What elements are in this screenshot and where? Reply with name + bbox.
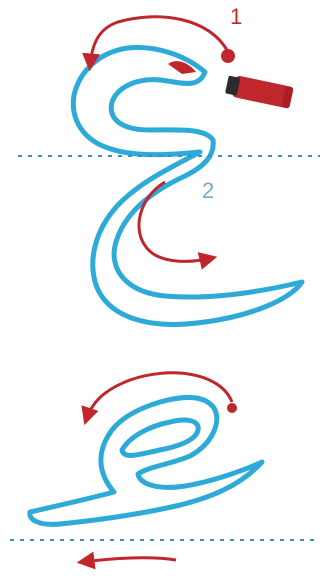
step-2-label: 2	[202, 178, 214, 203]
bottom-arc-arrow	[86, 373, 232, 420]
step-1-label: 1	[230, 4, 242, 29]
bottom-letter-group	[10, 373, 320, 562]
bottom-start-dot-icon	[227, 403, 237, 413]
top-letter-group: 1 2	[18, 4, 320, 324]
top-arc-arrow	[90, 17, 228, 66]
start-dot-icon	[221, 49, 235, 63]
bottom-left-arrow	[82, 558, 176, 562]
pencil-icon	[225, 74, 294, 109]
bottom-letter-outline	[30, 397, 262, 524]
